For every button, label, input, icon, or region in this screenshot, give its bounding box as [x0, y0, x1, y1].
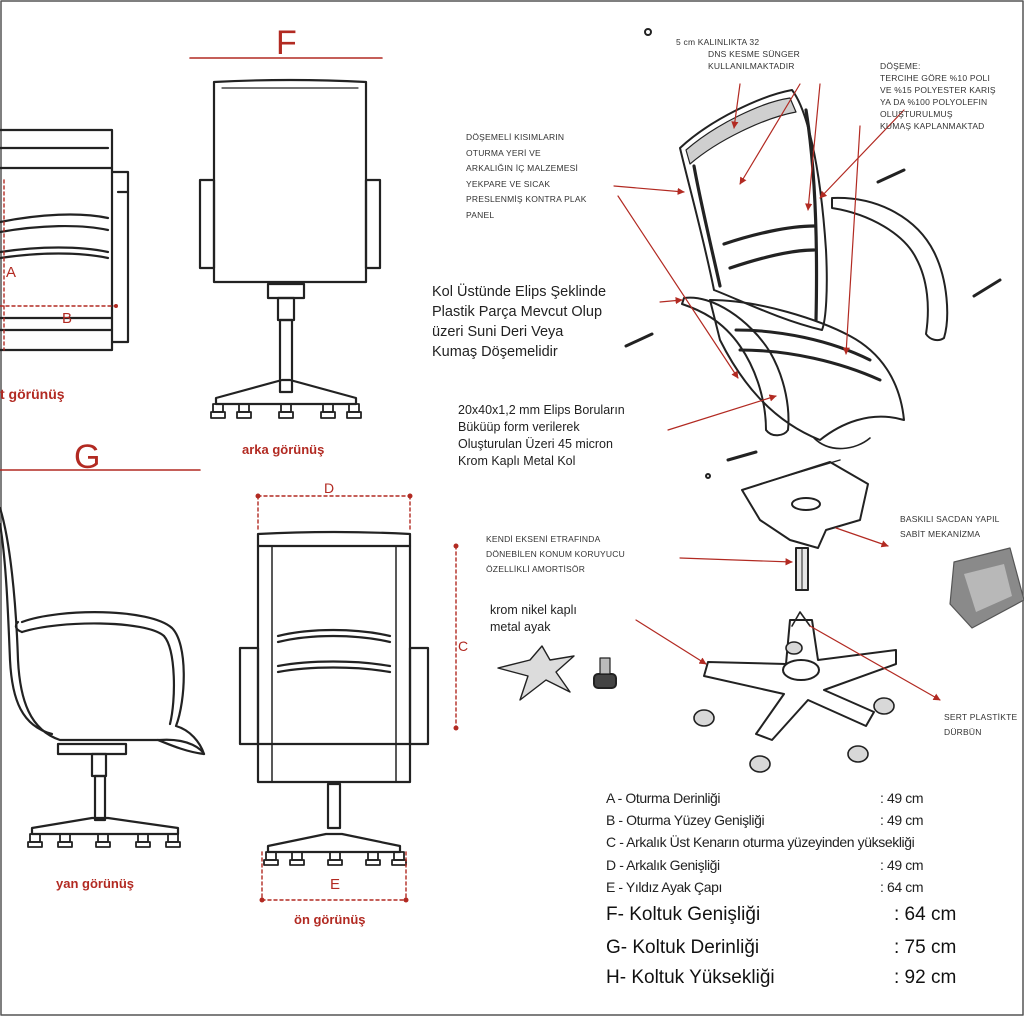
- spec-row-d: D - Arkalık Genişliği: [606, 857, 720, 873]
- front-view-title: ön görünüş: [294, 912, 366, 927]
- dim-letter-b: B: [62, 310, 73, 327]
- upholstery-note: DÖŞEME: TERCIHE GÖRE %10 POLI VE %15 POL…: [880, 61, 996, 131]
- spec-row-b: B - Oturma Yüzey Genişliği: [606, 812, 765, 828]
- exploded-view: [497, 28, 1024, 773]
- dim-letter-d: D: [324, 480, 335, 496]
- dim-letter-e: E: [330, 876, 341, 893]
- spec-value-g: : 75 cm: [894, 937, 957, 958]
- view-letter-g: G: [74, 438, 101, 476]
- spec-value-e: : 64 cm: [880, 879, 924, 895]
- spec-row-f: F- Koltuk Genişliği: [606, 904, 761, 925]
- spec-row-c: C - Arkalık Üst Kenarın oturma yüzeyinde…: [606, 834, 915, 850]
- foam-note: 5 cm KALINLIKTA 32 DNS KESME SÜNGER KULL…: [676, 37, 800, 71]
- spec-value-a: : 49 cm: [880, 790, 924, 806]
- spec-row-g: G- Koltuk Derinliği: [606, 937, 760, 958]
- caster-note: SERT PLASTİKTE DÜRBÜN: [944, 712, 1018, 737]
- dim-letter-c: C: [458, 638, 469, 654]
- view-letter-f: F: [276, 24, 297, 62]
- spec-value-d: : 49 cm: [880, 857, 924, 873]
- mechanism-note: BASKILI SACDAN YAPIL SABİT MEKANİZMA: [900, 514, 1000, 539]
- spec-value-f: : 64 cm: [894, 904, 957, 925]
- side-view-chair: [0, 506, 206, 848]
- front-view-chair: [238, 493, 459, 903]
- spec-value-b: : 49 cm: [880, 812, 924, 828]
- gas-lift-note: KENDİ EKSENİ ETRAFINDA DÖNEBİLEN KONUM K…: [486, 534, 625, 574]
- back-view-title: arka görünüş: [242, 442, 325, 457]
- side-view-title: yan görünüş: [56, 876, 135, 891]
- partial-view-title: t görünüş: [0, 386, 65, 402]
- plywood-note: DÖŞEMELİ KISIMLARIN OTURMA YERİ VE ARKAL…: [466, 132, 587, 220]
- arm-tube-note: 20x40x1,2 mm Elips Boruların Büküüp form…: [458, 403, 625, 468]
- dim-letter-a: A: [6, 264, 17, 281]
- spec-row-e: E - Yıldız Ayak Çapı: [606, 879, 722, 895]
- armrest-pad-note: Kol Üstünde Elips Şeklinde Plastik Parça…: [432, 284, 607, 360]
- back-view-chair: [198, 78, 382, 419]
- metal-base-note: krom nikel kaplı metal ayak: [490, 603, 577, 634]
- leader-lines: [613, 83, 941, 701]
- spec-value-h: : 92 cm: [894, 967, 957, 988]
- spec-row-a: A - Oturma Derinliği: [606, 790, 721, 806]
- partial-top-view: [0, 128, 130, 352]
- spec-row-h: H- Koltuk Yüksekliği: [606, 967, 775, 988]
